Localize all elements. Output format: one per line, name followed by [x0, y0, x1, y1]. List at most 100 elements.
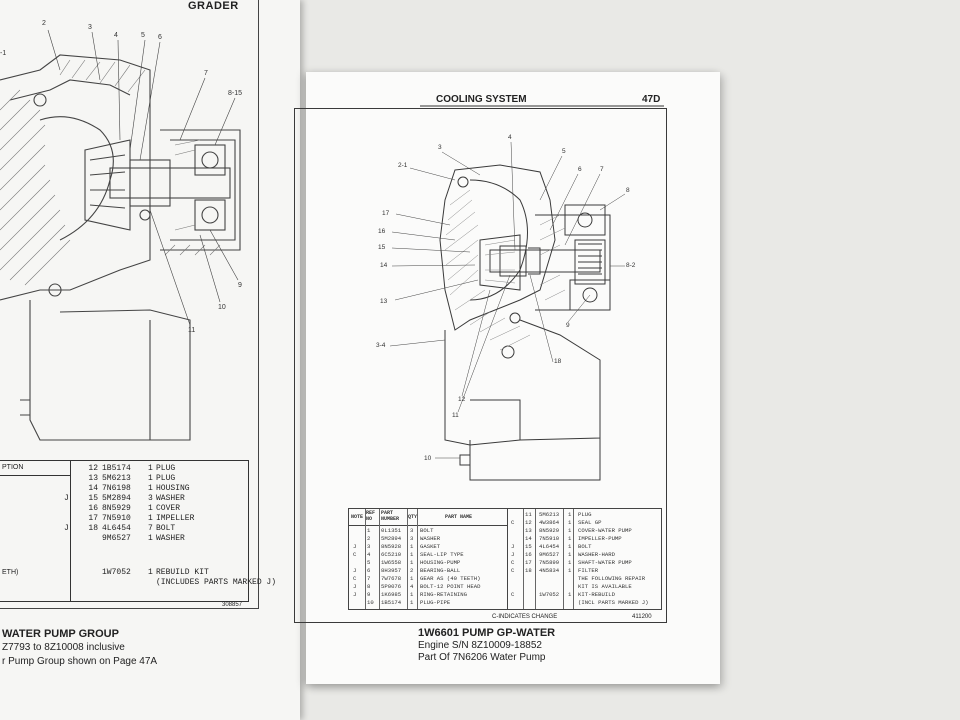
- left-row-name: PLUG: [156, 464, 176, 473]
- left-row-qty: 1: [148, 464, 153, 473]
- parts-row-qty: 1: [568, 527, 572, 534]
- parts-row-qty: 3: [410, 527, 414, 534]
- parts-row-part: 8N5928: [381, 543, 402, 550]
- parts-row-qty: 1: [410, 575, 414, 582]
- left-callout-partial: -1: [0, 50, 7, 57]
- right-serial: 411200: [632, 614, 652, 620]
- left-callout-10: 10: [218, 304, 226, 311]
- left-caption-title: WATER PUMP GROUP: [2, 628, 119, 640]
- parts-row-no: 11: [525, 511, 532, 518]
- callout-15: 15: [378, 244, 386, 251]
- th-part-number: PART NUMBER: [381, 510, 400, 522]
- parts-row-no: 5: [367, 559, 371, 566]
- parts-row-no: 9: [367, 591, 371, 598]
- parts-row-part: 1B5174: [381, 599, 402, 606]
- parts-row-name: PLUG: [578, 511, 592, 518]
- left-table-fragment: ETH): [2, 569, 19, 576]
- parts-row-qty: 1: [568, 591, 572, 598]
- callout-16: 16: [378, 228, 386, 235]
- left-row-note: J: [64, 524, 69, 533]
- parts-row-no: 17: [525, 559, 532, 566]
- parts-row-part: 8N5929: [539, 527, 560, 534]
- left-row-no: 13: [88, 474, 98, 483]
- callout-10: 10: [424, 455, 432, 462]
- parts-row-qty: 1: [410, 591, 414, 598]
- parts-row-part: 5P0076: [381, 583, 402, 590]
- callout-2-1: 2-1: [398, 162, 408, 169]
- parts-row-part: 6C5210: [381, 551, 402, 558]
- parts-row-note: C: [511, 567, 515, 574]
- parts-row-part: 7N5910: [539, 535, 560, 542]
- left-pump-drawing: [0, 29, 241, 441]
- th-ref-no: REF NO: [366, 510, 376, 522]
- left-callout-5: 5: [141, 32, 145, 39]
- parts-row-no: 10: [367, 599, 374, 606]
- parts-row-name: GEAR AS (40 TEETH): [420, 575, 481, 582]
- left-row-no: 14: [88, 484, 98, 493]
- left-row-part: 5M6213: [102, 474, 131, 483]
- caption-title: 1W6601 PUMP GP-WATER: [418, 627, 556, 639]
- change-note: C-INDICATES CHANGE: [492, 614, 558, 620]
- left-page-header: GRADER: [188, 0, 239, 12]
- parts-row-no: 3: [367, 543, 371, 550]
- parts-row-part: 7W7678: [381, 575, 402, 582]
- parts-row-name: COVER-WATER PUMP: [578, 527, 632, 534]
- parts-row-qty: 1: [410, 551, 414, 558]
- left-row-part: 1B5174: [102, 464, 131, 473]
- parts-row-note: C: [511, 591, 515, 598]
- parts-row-qty: 1: [568, 551, 572, 558]
- left-row-part: 4L6454: [102, 524, 131, 533]
- parts-row-no: 12: [525, 519, 532, 526]
- th-part-name: PART NAME: [445, 514, 473, 520]
- parts-row-qty: 1: [410, 559, 414, 566]
- callout-13: 13: [380, 298, 388, 305]
- parts-row-name: RING-RETAINING: [420, 591, 467, 598]
- parts-row-name: WASHER: [420, 535, 441, 542]
- left-callout-4: 4: [114, 32, 118, 39]
- callout-8-2: 8-2: [626, 262, 636, 269]
- left-row-name: WASHER: [156, 494, 185, 503]
- left-row-part: 5M2894: [102, 494, 131, 503]
- left-row-note: J: [64, 494, 69, 503]
- left-callout-3: 3: [88, 24, 92, 31]
- left-callout-2: 2: [42, 20, 46, 27]
- section-title: COOLING SYSTEM: [436, 94, 527, 105]
- callout-18: 18: [554, 358, 562, 365]
- left-callout-8-15: 8-15: [228, 90, 243, 97]
- left-page-frame: [0, 0, 259, 609]
- left-row-part: 8N5929: [102, 504, 131, 513]
- left-row-qty: 1: [148, 474, 153, 483]
- parts-row-part: 4L6454: [539, 543, 560, 550]
- parts-row-note: J: [353, 543, 357, 550]
- left-row-qty: 7: [148, 524, 153, 533]
- parts-row-name: KIT IS AVAILABLE: [578, 583, 632, 590]
- parts-row-no: 1: [367, 527, 371, 534]
- parts-row-no: 8: [367, 583, 371, 590]
- callout-9: 9: [566, 322, 570, 329]
- parts-row-note: J: [353, 567, 357, 574]
- parts-row-note: C: [353, 551, 357, 558]
- parts-row-qty: 1: [410, 543, 414, 550]
- parts-row-name: (INCL PARTS MARKED J): [578, 599, 649, 606]
- th-qty: QTY: [408, 514, 418, 520]
- parts-row-note: J: [353, 591, 357, 598]
- left-row-part: 1W7052: [102, 568, 131, 577]
- parts-row-qty: 1: [568, 559, 572, 566]
- parts-row-qty: 2: [410, 567, 414, 574]
- parts-row-no: 6: [367, 567, 371, 574]
- left-page: GRADER: [0, 0, 300, 720]
- parts-row-name: WASHER-HARD: [578, 551, 615, 558]
- th-note: NOTE: [351, 514, 364, 520]
- left-row-qty: 1: [148, 568, 153, 577]
- callout-7: 7: [600, 166, 604, 173]
- parts-row-qty: 1: [568, 519, 572, 526]
- left-row-name: WASHER: [156, 534, 185, 543]
- parts-row-part: 7N5899: [539, 559, 560, 566]
- callout-4: 4: [508, 134, 512, 141]
- parts-row-name: BEARING-BALL: [420, 567, 461, 574]
- left-row-qty: 1: [148, 504, 153, 513]
- parts-row-part: 1W6558: [381, 559, 402, 566]
- parts-row-part: 4N5834: [539, 567, 560, 574]
